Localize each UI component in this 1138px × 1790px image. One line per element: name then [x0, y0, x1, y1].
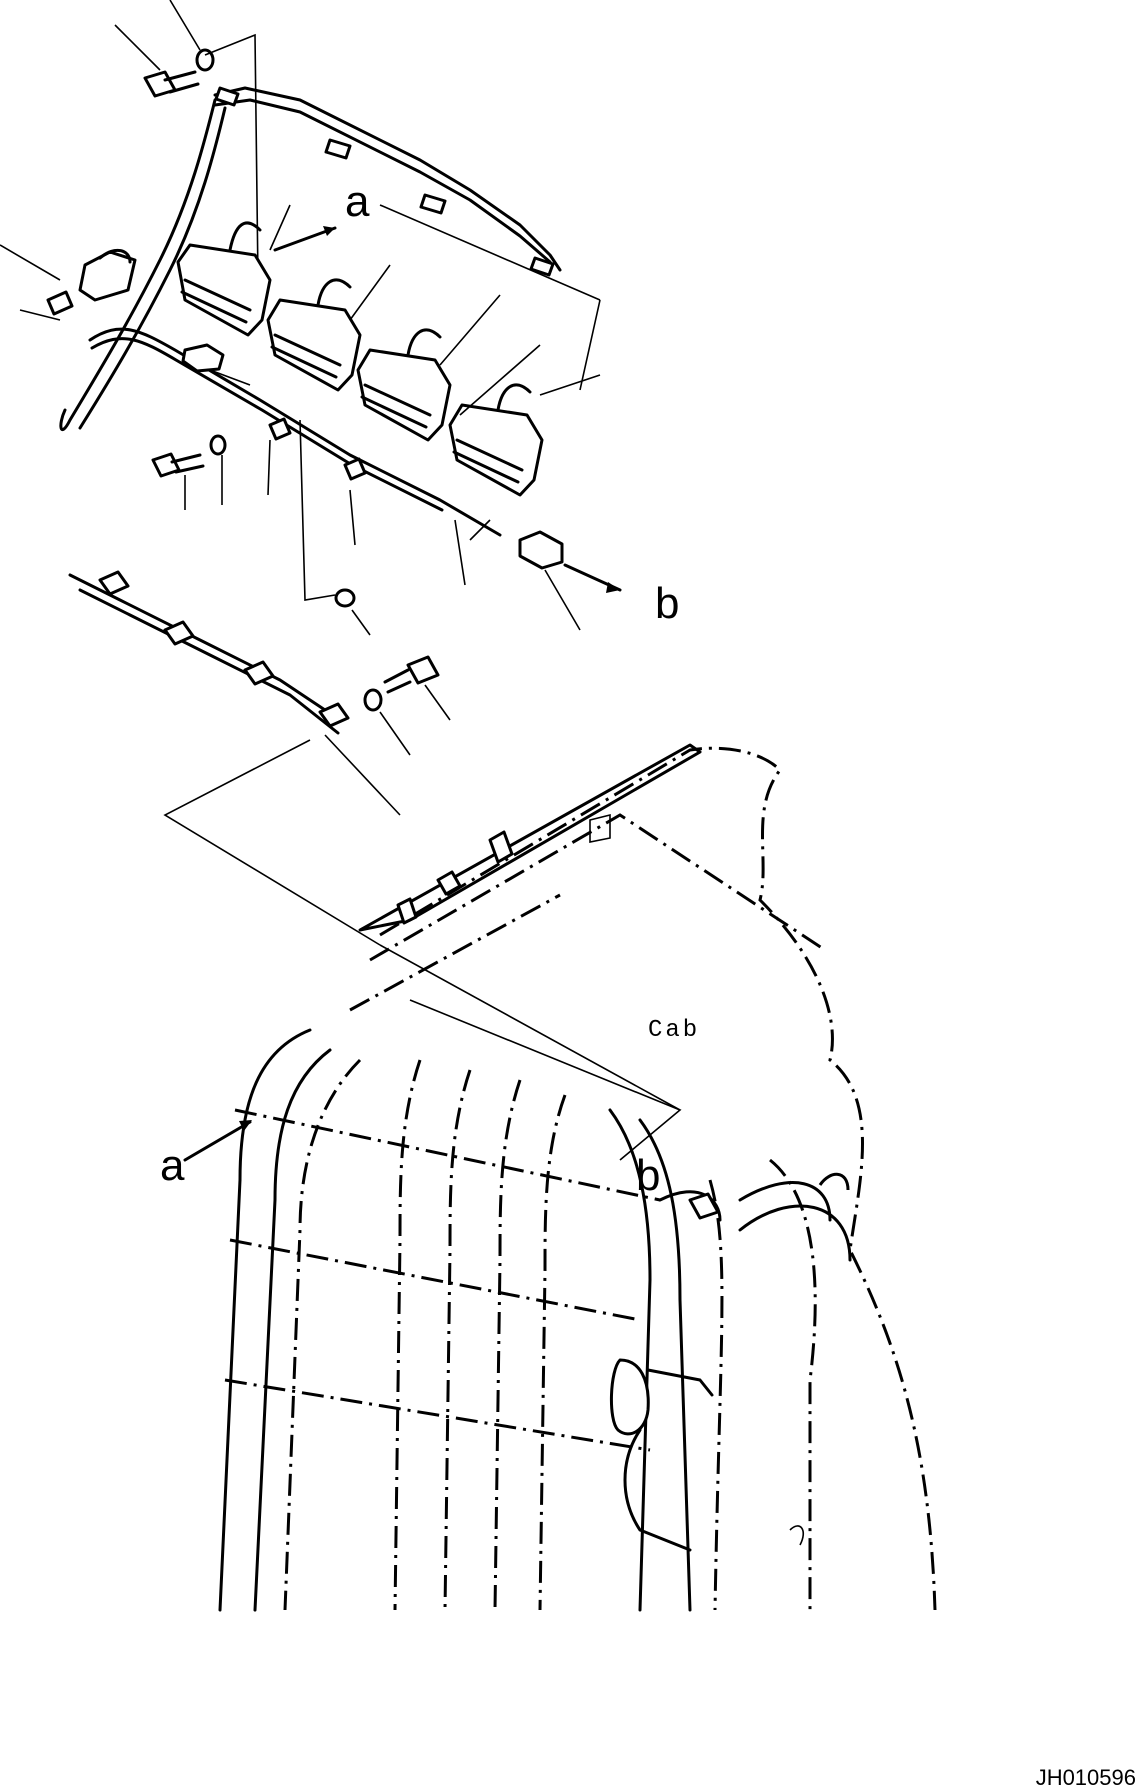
connector-arrow-b-right: b: [544, 563, 679, 631]
work-lamp-3: [356, 328, 452, 442]
work-lamp-4: [448, 383, 544, 497]
label-cab: Cab: [648, 1017, 700, 1044]
leader-line: [204, 33, 259, 281]
bolt-top-left: [114, 0, 215, 98]
label-b-right: b: [655, 579, 679, 628]
label-a-bottom: a: [160, 1141, 185, 1190]
lamp-mount-bar: [68, 570, 401, 816]
wiring-harness: [88, 327, 564, 570]
work-lamp-2: [266, 278, 362, 392]
light-guard-rail: [59, 86, 562, 432]
work-lamp-1: [176, 221, 272, 337]
bolt-lower: [363, 655, 451, 756]
leader-line: [163, 739, 381, 946]
label-a-top: a: [345, 177, 370, 226]
leader-line: [379, 204, 601, 301]
bolt-middle-left: [151, 419, 466, 636]
leader-line: [269, 204, 601, 416]
connector-arrow-a-bottom: a: [160, 1120, 252, 1190]
label-b-bottom: b: [636, 1151, 660, 1200]
leader-line: [409, 999, 682, 1161]
connector-arrow-a-top: a: [273, 177, 370, 252]
left-mount-bracket: [0, 244, 137, 321]
drawing-reference-number: JH010596: [1036, 1765, 1136, 1790]
cab-body: [218, 743, 937, 1612]
leader-line: [379, 944, 681, 1111]
